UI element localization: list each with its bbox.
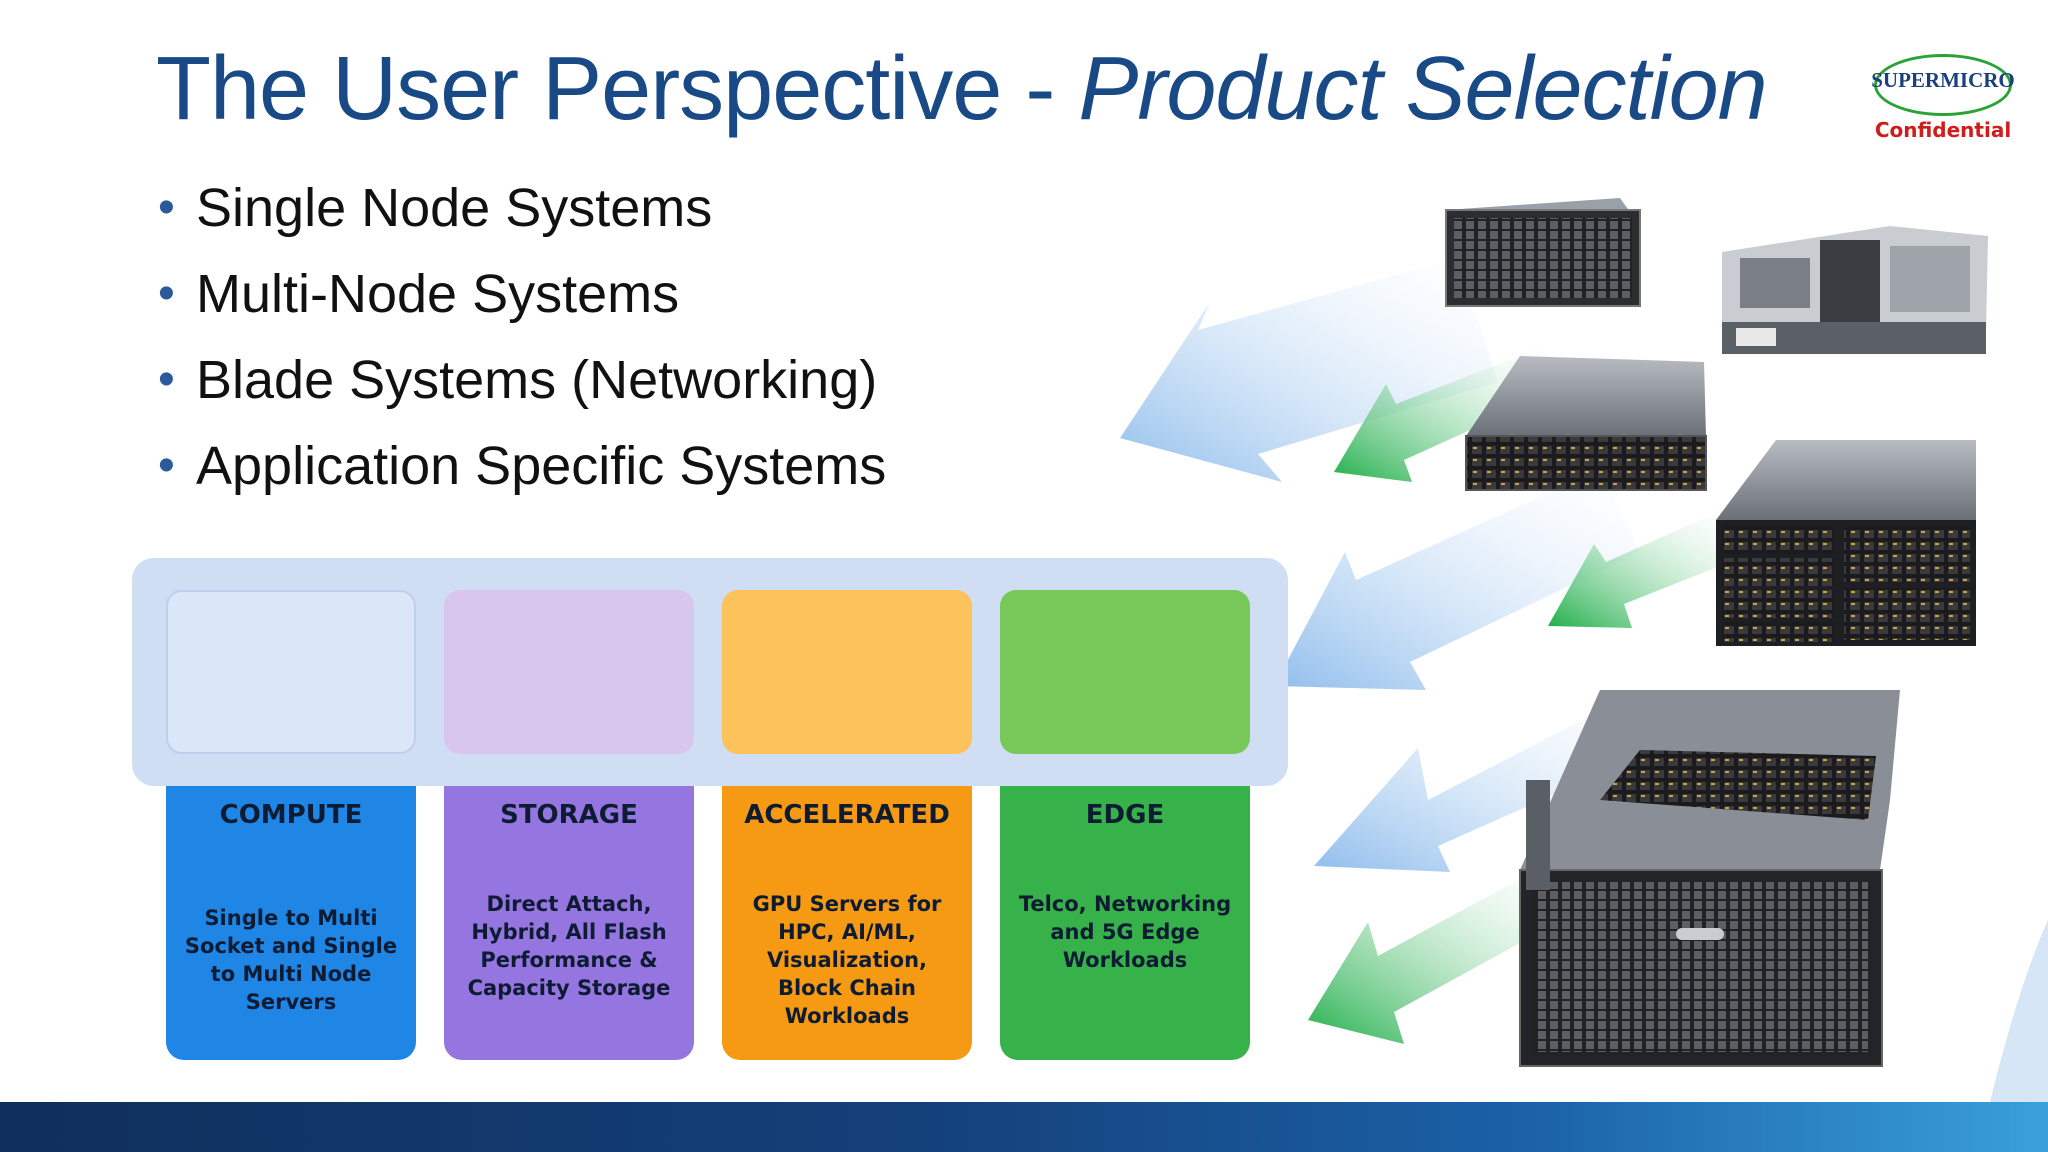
card-description: GPU Servers for HPC, AI/ML, Visualizatio…	[732, 890, 962, 1030]
arrow-green-3	[1308, 868, 1566, 1044]
card-edge: EDGE Telco, Networking and 5G Edge Workl…	[1000, 590, 1250, 1060]
card-desc-line: Single to Multi	[204, 906, 378, 930]
card-desc-line: Workloads	[1062, 948, 1188, 972]
corner-swoosh	[1990, 920, 2048, 1102]
arrow-green-1	[1334, 348, 1550, 482]
card-desc-line: HPC, AI/ML,	[778, 920, 916, 944]
title-main: The User Perspective -	[156, 39, 1079, 139]
card-body: EDGE Telco, Networking and 5G Edge Workl…	[1000, 786, 1250, 1060]
card-photo	[166, 590, 416, 754]
card-desc-line: Block Chain	[777, 976, 917, 1000]
bullet-list: Single Node Systems Multi-Node Systems B…	[158, 176, 886, 520]
card-desc-line: Workloads	[784, 1004, 910, 1028]
server-image-4u-multinode	[1716, 440, 1976, 646]
card-photo	[722, 590, 972, 754]
card-desc-line: Telco, Networking	[1018, 892, 1232, 916]
bullet-item: Multi-Node Systems	[158, 262, 886, 348]
card-body: COMPUTE Single to Multi Socket and Singl…	[166, 786, 416, 1060]
server-image-blade	[1445, 198, 1641, 307]
bullet-item: Application Specific Systems	[158, 434, 886, 520]
card-desc-line: Socket and Single	[184, 934, 398, 958]
supermicro-logo: SUPERMICRO Confidential	[1870, 50, 2020, 145]
card-title: COMPUTE	[219, 800, 363, 830]
card-description: Single to Multi Socket and Single to Mul…	[176, 904, 406, 1016]
card-desc-line: Visualization,	[766, 948, 928, 972]
bullet-item: Blade Systems (Networking)	[158, 348, 886, 434]
card-compute: COMPUTE Single to Multi Socket and Singl…	[166, 590, 416, 1060]
slide-title: The User Perspective - Product Selection	[156, 34, 1768, 144]
card-body: ACCELERATED GPU Servers for HPC, AI/ML, …	[722, 786, 972, 1060]
card-desc-line: Performance &	[480, 948, 658, 972]
card-desc-line: GPU Servers for	[752, 892, 942, 916]
arrow-green-2	[1548, 512, 1730, 628]
card-title: STORAGE	[500, 800, 638, 830]
arrow-blue-2	[1274, 470, 1640, 690]
bottom-bar	[0, 1102, 2048, 1152]
server-image-top-loading-storage	[1519, 690, 1900, 1067]
card-desc-line: to Multi Node	[210, 962, 372, 986]
title-italic: Product Selection	[1078, 39, 1767, 139]
card-accelerated: ACCELERATED GPU Servers for HPC, AI/ML, …	[722, 590, 972, 1060]
card-desc-line: and 5G Edge	[1050, 920, 1200, 944]
card-description: Telco, Networking and 5G Edge Workloads	[1010, 890, 1240, 974]
card-body: STORAGE Direct Attach, Hybrid, All Flash…	[444, 786, 694, 1060]
server-image-open-2u	[1722, 226, 1988, 354]
logo-name: SUPERMICRO	[1871, 68, 2015, 92]
server-image-2u-storage	[1465, 356, 1707, 491]
card-title: EDGE	[1085, 800, 1165, 830]
card-title: ACCELERATED	[744, 800, 950, 830]
card-description: Direct Attach, Hybrid, All Flash Perform…	[454, 890, 684, 1002]
card-photo	[444, 590, 694, 754]
card-storage: STORAGE Direct Attach, Hybrid, All Flash…	[444, 590, 694, 1060]
card-desc-line: Capacity Storage	[467, 976, 671, 1000]
arrow-blue-1	[1120, 258, 1498, 482]
arrow-blue-3	[1314, 690, 1668, 872]
logo-oval	[1874, 54, 2012, 116]
card-desc-line: Servers	[245, 990, 337, 1014]
confidential-label: Confidential	[1874, 118, 2012, 142]
card-desc-line: Hybrid, All Flash	[471, 920, 667, 944]
bullet-item: Single Node Systems	[158, 176, 886, 262]
card-photo	[1000, 590, 1250, 754]
card-desc-line: Direct Attach,	[486, 892, 652, 916]
